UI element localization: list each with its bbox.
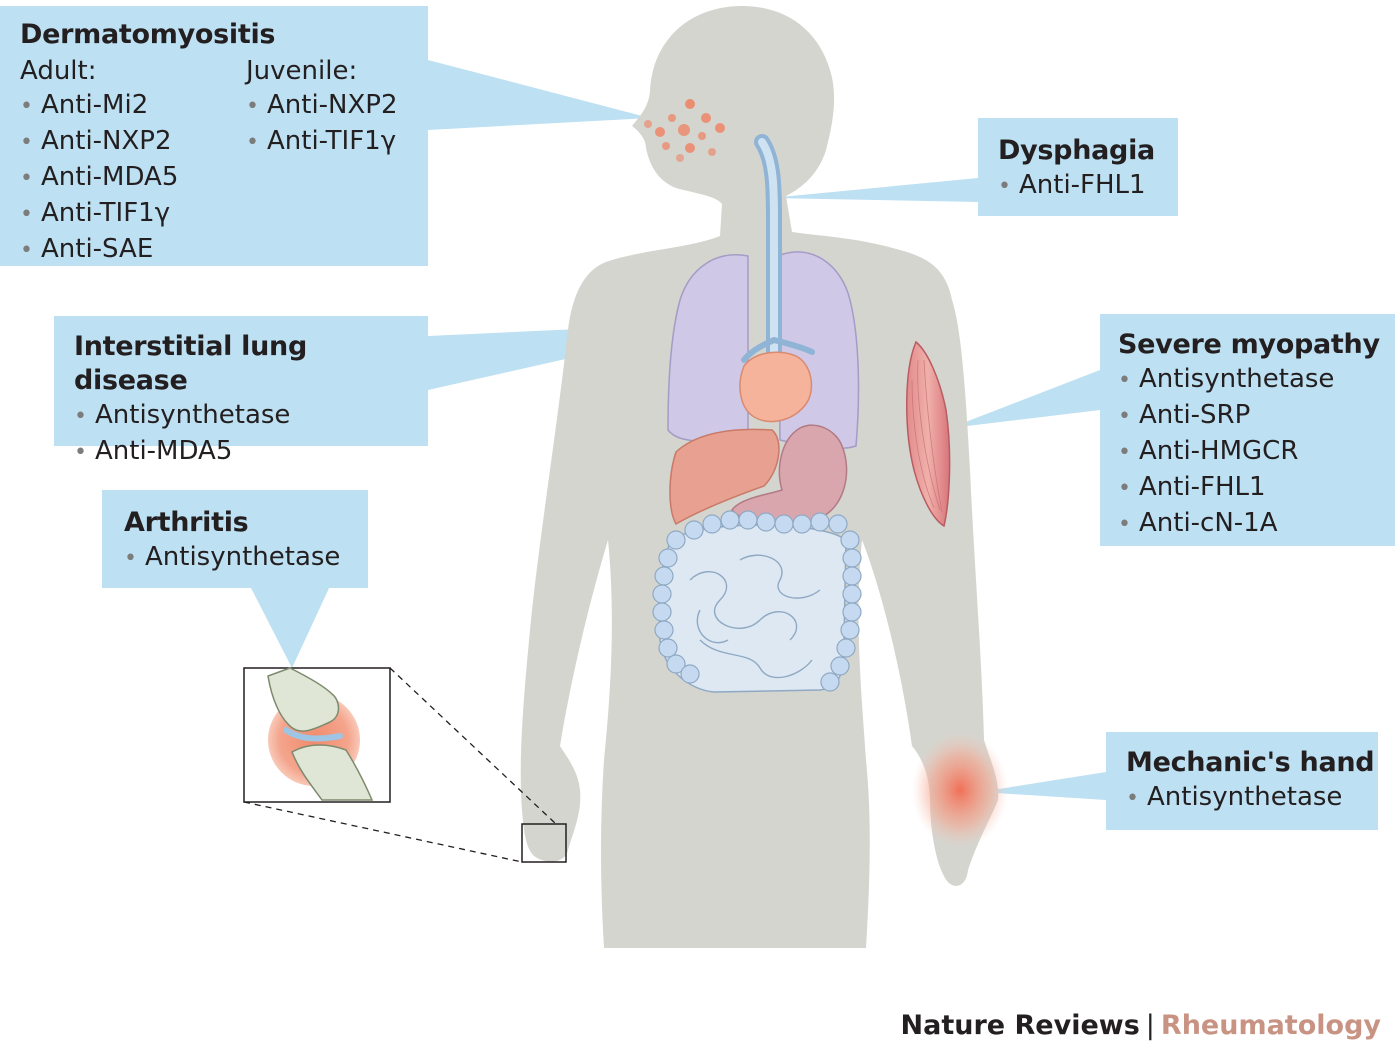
dysphagia-title: Dysphagia — [998, 135, 1155, 166]
juvenile-column: Juvenile: Anti-NXP2 Anti-TIF1γ — [246, 54, 398, 160]
journal-credit: Nature Reviews|Rheumatology — [901, 1008, 1381, 1044]
arthritis-callout: Arthritis Antisynthetase — [102, 490, 368, 588]
ild-title: Interstitial lung disease — [74, 331, 307, 396]
mechanics-hand-title: Mechanic's hand — [1126, 747, 1375, 778]
mechanics-hand-callout: Mechanic's hand Antisynthetase — [1106, 732, 1378, 830]
arthritis-item: Antisynthetase — [124, 540, 368, 576]
dysphagia-item: Anti-FHL1 — [998, 168, 1178, 204]
dermatomyositis-callout: Dermatomyositis Adult: Anti-Mi2 Anti-NXP… — [0, 6, 428, 266]
heart — [739, 351, 813, 423]
myopathy-item: Anti-cN-1A — [1118, 506, 1395, 542]
myopathy-item: Anti-HMGCR — [1118, 434, 1395, 470]
credit-separator: | — [1145, 1010, 1155, 1041]
journal-name: Nature Reviews — [900, 1010, 1140, 1041]
adult-item: Anti-NXP2 — [20, 124, 178, 160]
myopathy-callout: Severe myopathy Antisynthetase Anti-SRP … — [1100, 314, 1395, 546]
joint-inset — [243, 667, 391, 803]
myopathy-title: Severe myopathy — [1118, 329, 1380, 360]
intestines — [652, 510, 862, 693]
mechanics-hand-item: Antisynthetase — [1126, 780, 1378, 816]
ild-item: Antisynthetase — [74, 398, 428, 434]
dermatomyositis-title: Dermatomyositis — [20, 19, 276, 50]
adult-item: Anti-MDA5 — [20, 160, 178, 196]
myopathy-item: Anti-FHL1 — [1118, 470, 1395, 506]
journal-section: Rheumatology — [1160, 1010, 1381, 1041]
esophagus — [741, 134, 815, 364]
juvenile-label: Juvenile: — [246, 56, 358, 86]
callout-pointers — [250, 60, 1106, 800]
myopathy-item: Antisynthetase — [1118, 362, 1395, 398]
myopathy-item: Anti-SRP — [1118, 398, 1395, 434]
hand-inflammation — [912, 732, 1008, 848]
arthritis-title: Arthritis — [124, 507, 249, 538]
adult-column: Adult: Anti-Mi2 Anti-NXP2 Anti-MDA5 Anti… — [20, 54, 178, 268]
juvenile-item: Anti-NXP2 — [246, 88, 398, 124]
adult-item: Anti-TIF1γ — [20, 196, 178, 232]
ild-callout: Interstitial lung disease Antisynthetase… — [54, 316, 428, 466]
dysphagia-callout: Dysphagia Anti-FHL1 — [978, 118, 1178, 216]
facial-rash — [644, 99, 725, 162]
juvenile-item: Anti-TIF1γ — [246, 124, 398, 160]
ild-item: Anti-MDA5 — [74, 434, 428, 470]
adult-item: Anti-Mi2 — [20, 88, 178, 124]
arm-muscle — [906, 340, 951, 528]
liver — [669, 428, 780, 526]
adult-label: Adult: — [20, 56, 97, 86]
adult-item: Anti-SAE — [20, 232, 178, 268]
wrist-zoom — [243, 667, 567, 863]
